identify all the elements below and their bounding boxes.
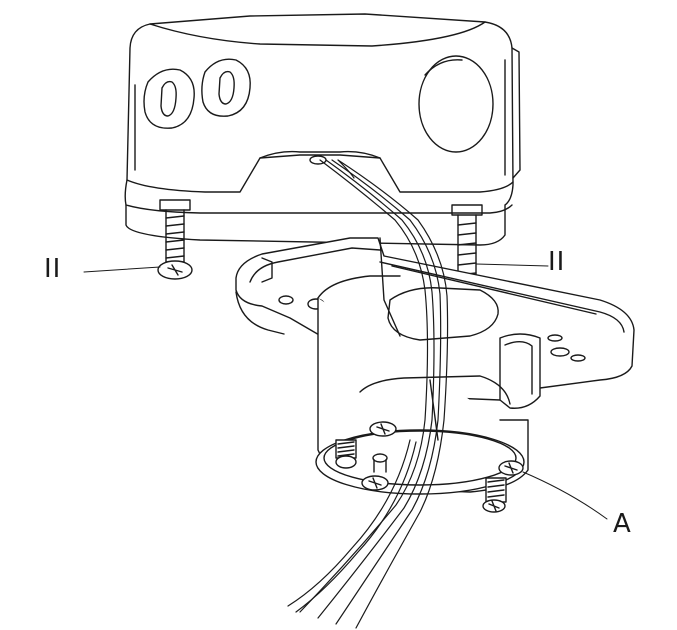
leader-lines xyxy=(83,263,608,520)
mounting-bracket xyxy=(235,237,635,409)
bottom-screw-with-thread xyxy=(335,439,357,469)
junction-box xyxy=(124,13,521,246)
mounting-screw-a xyxy=(482,460,524,513)
bottom-screw xyxy=(369,421,397,437)
leader-line-ii-right xyxy=(475,263,549,267)
leader-line-a xyxy=(522,471,608,520)
callout-label-ii-right: II xyxy=(548,247,566,277)
knockout-hole xyxy=(143,68,195,129)
leader-line-ii-left xyxy=(83,266,161,273)
screw-left xyxy=(157,199,193,280)
callout-label-ii-left: II xyxy=(44,254,62,284)
knockout-hole xyxy=(201,58,251,117)
bottom-screw xyxy=(361,475,389,491)
knockout-hole xyxy=(418,55,494,153)
wire-bundle xyxy=(287,159,449,629)
callout-label-a: A xyxy=(613,509,632,539)
